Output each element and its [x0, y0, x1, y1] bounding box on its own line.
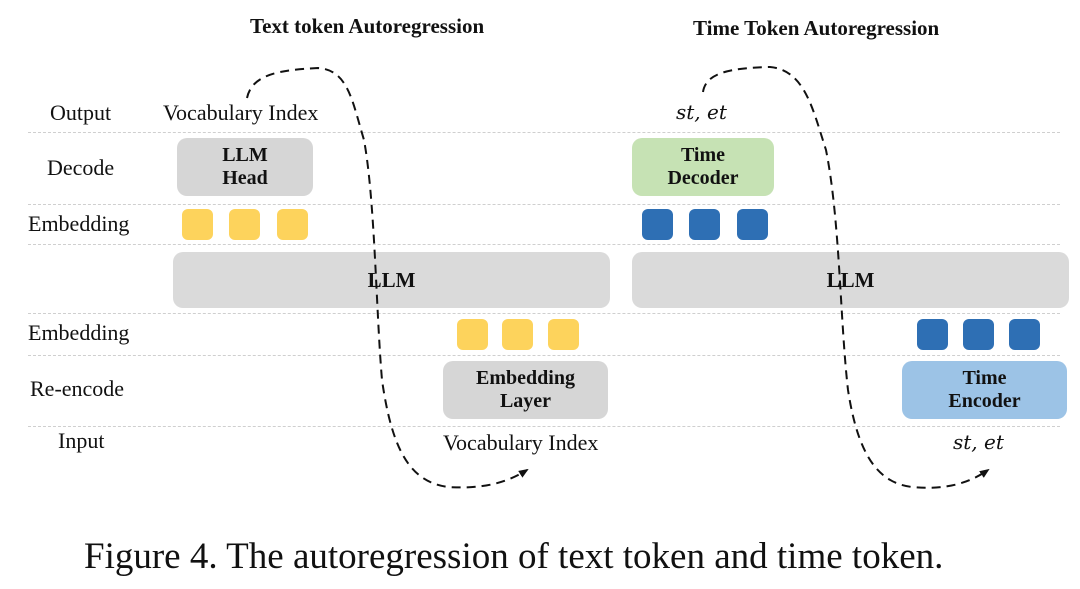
right-output-embedding-token [737, 209, 768, 240]
left-loop-dashed-arrow [246, 66, 529, 489]
left-input-text: Vocabulary Index [443, 430, 599, 455]
right-llm-box: LLM [632, 252, 1069, 308]
time-encoder-line1: Time [962, 367, 1007, 389]
right-input-embedding-token [1009, 319, 1040, 350]
title-text-token-autoregression: Text token Autoregression [250, 14, 485, 38]
left-output-embedding-token [182, 209, 213, 240]
grid-line [28, 204, 1060, 205]
row-label-decode: Decode [47, 155, 115, 180]
llm-head-line1: LLM [222, 144, 268, 166]
grid-line [28, 426, 1060, 427]
llm-head-line2: Head [222, 167, 268, 189]
left-llm-box: LLM [173, 252, 610, 308]
title-time-token-autoregression: Time Token Autoregression [693, 16, 940, 40]
time-decoder-box: Time Decoder [632, 138, 774, 196]
left-output-embedding-token [229, 209, 260, 240]
right-input-text: st, et [953, 430, 1004, 454]
row-label-embedding-bottom: Embedding [28, 320, 130, 345]
left-output-embedding-token [277, 209, 308, 240]
right-input-embedding-token [963, 319, 994, 350]
right-output-text: st, et [676, 100, 727, 124]
grid-line [28, 132, 1060, 133]
row-label-reencode: Re-encode [30, 376, 125, 401]
row-label-embedding-top: Embedding [28, 211, 130, 236]
embedding-layer-line2: Layer [499, 390, 552, 412]
grid-line [28, 355, 1060, 356]
time-decoder-line1: Time [680, 144, 726, 166]
right-output-embedding-token [642, 209, 673, 240]
row-label-output: Output [50, 100, 112, 125]
time-encoder-line2: Encoder [948, 390, 1021, 412]
embedding-layer-box: Embedding Layer [443, 361, 608, 419]
time-encoder-box: Time Encoder [902, 361, 1067, 419]
row-label-input: Input [58, 428, 105, 453]
time-decoder-line2: Decoder [667, 167, 739, 189]
llm-head-box: LLM Head [177, 138, 313, 196]
right-output-embedding-token [689, 209, 720, 240]
left-input-embedding-token [502, 319, 533, 350]
left-input-embedding-token [548, 319, 579, 350]
left-output-text: Vocabulary Index [163, 100, 319, 125]
grid-line [28, 313, 1060, 314]
figure-caption: Figure 4. The autoregression of text tok… [84, 536, 944, 577]
embedding-layer-line1: Embedding [476, 367, 575, 389]
left-input-embedding-token [457, 319, 488, 350]
right-loop-dashed-arrow [702, 65, 990, 489]
grid-line [28, 244, 1060, 245]
right-input-embedding-token [917, 319, 948, 350]
left-llm-label: LLM [367, 267, 416, 292]
